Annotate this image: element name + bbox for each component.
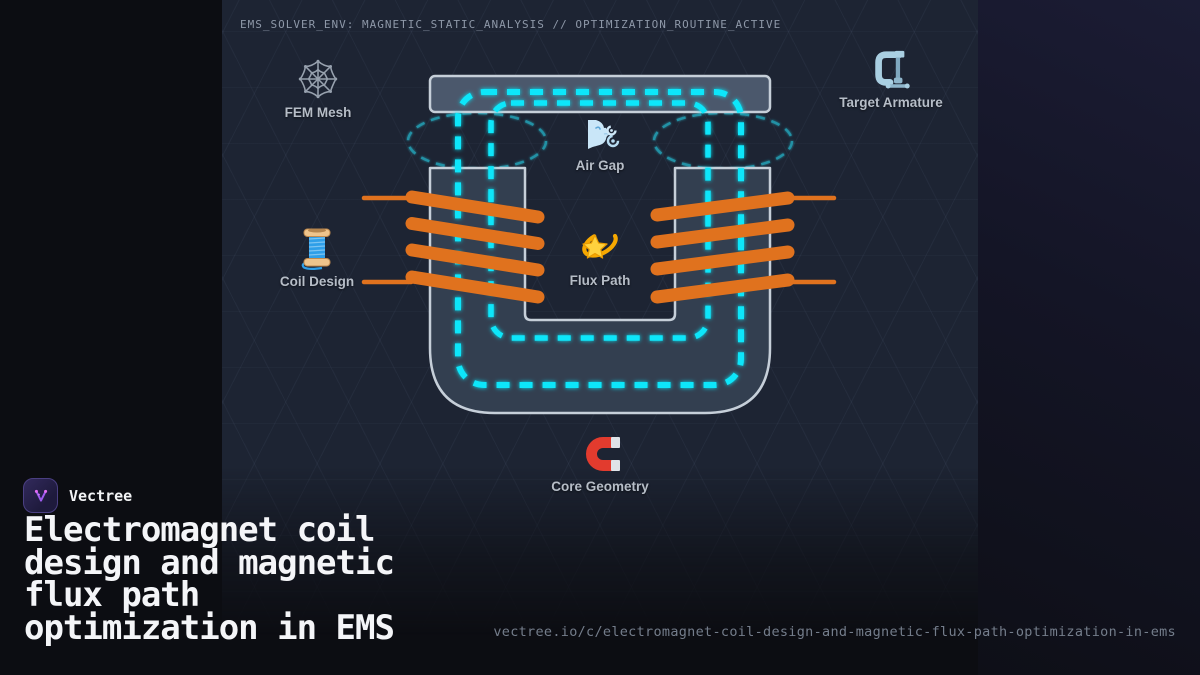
node-label: Coil Design xyxy=(279,274,355,289)
node-label: Core Geometry xyxy=(551,479,649,494)
node-target-armature: Target Armature xyxy=(811,46,971,110)
air-gap-fringing-field xyxy=(406,111,794,171)
brand-name: Vectree xyxy=(69,486,133,505)
node-label: Flux Path xyxy=(569,273,631,288)
dizzy-star-icon xyxy=(582,230,618,259)
flux-loop-outer xyxy=(455,89,744,388)
core-u-shape xyxy=(428,166,772,415)
node-label: Target Armature xyxy=(839,95,943,110)
magnet-icon xyxy=(586,437,620,471)
flux-loop-inner xyxy=(488,100,711,341)
wind-face-icon xyxy=(588,120,620,149)
vectree-logo-icon xyxy=(34,489,47,502)
title-line-1: Electromagnet coil xyxy=(24,510,375,550)
node-core-geometry: Core Geometry xyxy=(520,430,680,494)
card-url: vectree.io/c/electromagnet-coil-design-a… xyxy=(493,624,1176,640)
thread-spool-icon xyxy=(301,228,331,270)
node-air-gap: Air Gap xyxy=(520,115,680,173)
clamp-icon xyxy=(875,50,910,89)
node-fem-mesh: FEM Mesh xyxy=(238,56,398,120)
vectree-avatar xyxy=(23,478,58,513)
coil-right xyxy=(650,191,837,304)
background-right-gradient xyxy=(978,0,1200,675)
card-title: Electromagnet coil design and magnetic f… xyxy=(24,510,494,648)
title-line-4: optimization in EMS xyxy=(24,607,395,648)
title-line-3: flux path xyxy=(24,575,200,615)
node-label: FEM Mesh xyxy=(284,105,352,120)
coil-left xyxy=(361,190,545,304)
mesh-web-icon xyxy=(298,59,338,99)
node-coil-design: Coil Design xyxy=(237,225,397,289)
electromagnet-diagram xyxy=(361,74,837,415)
node-flux-path: Flux Path xyxy=(520,222,680,288)
brand-row: Vectree xyxy=(23,478,132,513)
node-label: Air Gap xyxy=(575,158,625,173)
title-line-2: design and magnetic xyxy=(24,542,395,583)
solver-status-line: EMS_SOLVER_ENV: MAGNETIC_STATIC_ANALYSIS… xyxy=(240,18,782,31)
